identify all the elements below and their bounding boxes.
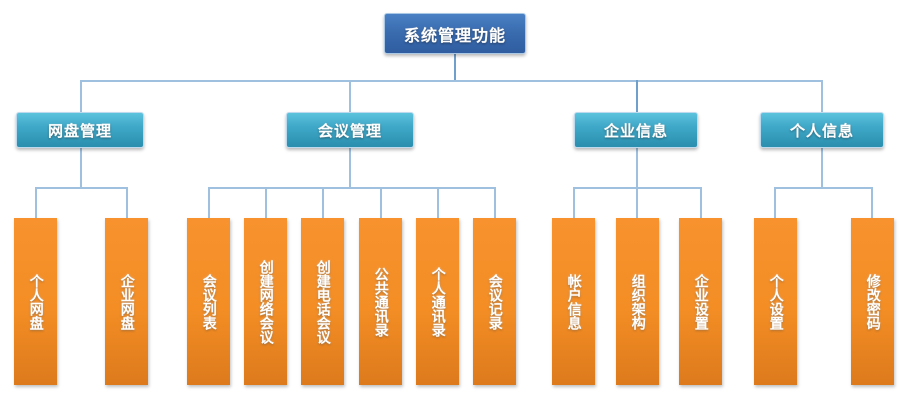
connector-branch-3-leaf-0 bbox=[774, 187, 776, 218]
connector-drop-branch-2 bbox=[636, 80, 638, 112]
node-leaf-xiugai-mima[interactable]: 修改密码 bbox=[851, 218, 894, 385]
node-leaf-qiye-shezhi[interactable]: 企业设置 bbox=[679, 218, 722, 385]
connector-branch-2-leaf-0 bbox=[573, 187, 575, 218]
connector-branch-2-leaf-2 bbox=[700, 187, 702, 218]
connector-branch-1-leaf-0 bbox=[208, 187, 210, 218]
node-branch-label: 企业信息 bbox=[603, 121, 668, 140]
connector-branch-3-leaf-1 bbox=[871, 187, 873, 218]
node-branch-qiye-xinxi[interactable]: 企业信息 bbox=[574, 112, 698, 148]
connector-main-bus bbox=[80, 80, 823, 82]
node-leaf-gonggong-tongxunlu[interactable]: 公共通讯录 bbox=[359, 218, 402, 385]
node-branch-label: 网盘管理 bbox=[47, 121, 112, 140]
node-leaf-geren-shezhi[interactable]: 个人设置 bbox=[754, 218, 797, 385]
node-leaf-label: 修改密码 bbox=[864, 273, 881, 330]
node-branch-label: 个人信息 bbox=[789, 121, 854, 140]
node-leaf-label: 个人设置 bbox=[767, 273, 784, 330]
node-branch-label: 会议管理 bbox=[317, 121, 382, 140]
connector-branch-1-leaf-5 bbox=[494, 187, 496, 218]
node-leaf-label: 企业网盘 bbox=[118, 273, 135, 330]
connector-branch-0-stem bbox=[80, 148, 82, 187]
connector-branch-0-bus bbox=[35, 187, 127, 189]
node-branch-geren-xinxi[interactable]: 个人信息 bbox=[760, 112, 884, 148]
node-leaf-zhanghu-xinxi[interactable]: 帐户信息 bbox=[552, 218, 595, 385]
node-leaf-label: 会议列表 bbox=[200, 273, 217, 330]
node-leaf-label: 组织架构 bbox=[629, 273, 646, 330]
node-branch-wangpan-guanli[interactable]: 网盘管理 bbox=[16, 112, 144, 148]
node-leaf-label: 个人通讯录 bbox=[429, 266, 446, 337]
node-leaf-label: 帐户信息 bbox=[565, 273, 582, 330]
node-leaf-qiye-wangpan[interactable]: 企业网盘 bbox=[105, 218, 148, 385]
node-root[interactable]: 系统管理功能 bbox=[384, 13, 526, 54]
connector-branch-3-stem bbox=[821, 148, 823, 187]
connector-branch-1-stem bbox=[349, 148, 351, 187]
connector-drop-branch-0 bbox=[80, 80, 82, 112]
connector-branch-2-leaf-1 bbox=[636, 187, 638, 218]
connector-branch-0-leaf-0 bbox=[35, 187, 37, 218]
connector-branch-3-bus bbox=[774, 187, 873, 189]
connector-drop-branch-3 bbox=[821, 80, 823, 112]
connector-root-stem bbox=[454, 54, 456, 81]
node-leaf-label: 企业设置 bbox=[692, 273, 709, 330]
node-leaf-label: 创建电话会议 bbox=[314, 259, 331, 344]
node-leaf-huiyi-jilu[interactable]: 会议记录 bbox=[473, 218, 516, 385]
connector-branch-0-leaf-1 bbox=[126, 187, 128, 218]
node-leaf-geren-tongxunlu[interactable]: 个人通讯录 bbox=[416, 218, 459, 385]
connector-branch-1-leaf-1 bbox=[265, 187, 267, 218]
node-leaf-label: 个人网盘 bbox=[27, 273, 44, 330]
connector-drop-branch-1 bbox=[349, 80, 351, 112]
connector-branch-1-leaf-4 bbox=[437, 187, 439, 218]
node-leaf-label: 公共通讯录 bbox=[372, 266, 389, 337]
node-leaf-chuangjian-dianhua-huiyi[interactable]: 创建电话会议 bbox=[301, 218, 344, 385]
node-root-label: 系统管理功能 bbox=[403, 25, 506, 45]
node-leaf-zuzhi-jiagou[interactable]: 组织架构 bbox=[616, 218, 659, 385]
connector-branch-1-bus bbox=[208, 187, 495, 189]
connector-branch-1-leaf-3 bbox=[380, 187, 382, 218]
node-leaf-label: 会议记录 bbox=[486, 273, 503, 330]
node-leaf-huiyi-liebiao[interactable]: 会议列表 bbox=[187, 218, 230, 385]
node-leaf-label: 创建网络会议 bbox=[257, 259, 274, 344]
connector-branch-2-stem bbox=[636, 148, 638, 187]
node-branch-huiyi-guanli[interactable]: 会议管理 bbox=[286, 112, 414, 148]
node-leaf-geren-wangpan[interactable]: 个人网盘 bbox=[14, 218, 57, 385]
node-leaf-chuangjian-wangluo-huiyi[interactable]: 创建网络会议 bbox=[244, 218, 287, 385]
connector-branch-1-leaf-2 bbox=[322, 187, 324, 218]
